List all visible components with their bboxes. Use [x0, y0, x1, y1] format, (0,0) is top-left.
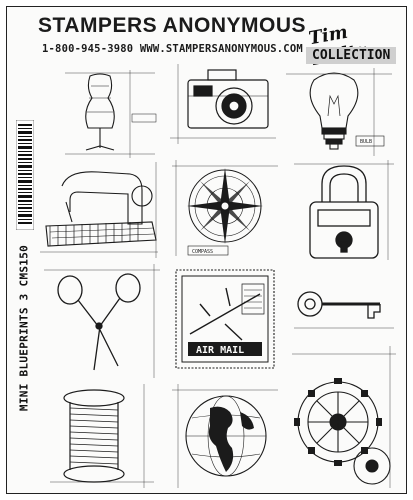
sewing-machine-icon [40, 162, 158, 258]
skeleton-key-icon [294, 291, 394, 329]
bulb-label: BULB [360, 139, 372, 145]
brand-name: STAMPERS ANONYMOUS [38, 14, 307, 37]
stamp-gears [290, 344, 398, 490]
stamp-sewing-machine [38, 160, 160, 260]
compass-rose-icon: COMPASS [172, 160, 278, 256]
padlock-icon [294, 160, 394, 260]
dress-form-icon [65, 70, 157, 158]
product-code-label: MINI BLUEPRINTS 3 CMS150 [14, 245, 34, 411]
air-mail-postage-icon: AIR MAIL [175, 269, 275, 369]
light-bulb-icon: BULB [286, 68, 392, 156]
stamp-skeleton-key [292, 278, 396, 342]
stamp-camera [168, 56, 278, 148]
barcode-icon [15, 119, 35, 231]
contact-line: 1-800-945-3980 WWW.STAMPERSANONYMOUS.COM [42, 43, 303, 55]
stamp-air-mail: AIR MAIL [170, 264, 280, 376]
collection-badge: COLLECTION [306, 47, 397, 64]
stamp-dress-form [60, 68, 160, 160]
barcode [15, 119, 35, 231]
air-mail-label: AIR MAIL [196, 345, 244, 356]
stamp-light-bulb: BULB [284, 66, 394, 158]
stamp-padlock [292, 158, 396, 262]
stamp-globe [170, 382, 280, 490]
scissors-icon [44, 264, 160, 378]
compass-label: COMPASS [192, 249, 213, 255]
thread-spool-icon [50, 384, 154, 488]
stamp-thread-spool [48, 382, 156, 490]
header: STAMPERS ANONYMOUS 1-800-945-3980 WWW.ST… [10, 6, 405, 70]
stamp-compass: COMPASS [170, 158, 280, 258]
gears-icon [292, 346, 396, 488]
stamp-scissors [42, 262, 162, 380]
product-code: MINI BLUEPRINTS 3 CMS150 [17, 244, 31, 412]
globe-icon [172, 384, 278, 488]
camera-icon [170, 64, 276, 144]
